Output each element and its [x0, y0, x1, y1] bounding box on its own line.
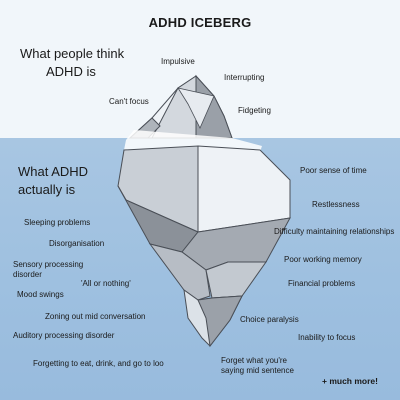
label-auditory-processing: Auditory processing disorder [13, 331, 115, 340]
above-heading: What people think ADHD is [20, 45, 124, 80]
iceberg-tip-facet [177, 87, 215, 129]
label-forget-line: saying mid sentence [221, 365, 294, 375]
label-choice-paralysis: Choice paralysis [240, 315, 299, 324]
label-much-more: + much more! [322, 376, 378, 386]
label-impulsive: Impulsive [161, 57, 195, 66]
iceberg-waterline-rim [124, 130, 262, 152]
page-title: ADHD ICEBERG [148, 15, 252, 30]
label-poor-working-memory: Poor working memory [284, 255, 362, 264]
below-heading: What ADHD actually is [18, 163, 88, 198]
label-all-or-nothing: 'All or nothing' [81, 279, 131, 288]
label-sleeping-problems: Sleeping problems [24, 218, 91, 227]
label-zoning-out: Zoning out mid conversation [45, 312, 146, 321]
below-heading-line: actually is [18, 181, 76, 197]
label-restlessness: Restlessness [312, 200, 360, 209]
iceberg-right-upper [197, 145, 291, 233]
label-disorganisation: Disorganisation [49, 239, 105, 248]
label-poor-sense-of-time: Poor sense of time [300, 166, 367, 175]
label-mood-swings: Mood swings [17, 290, 64, 299]
label-financial-problems: Financial problems [288, 279, 356, 288]
label-inability-to-focus: Inability to focus [298, 333, 356, 342]
iceberg-bottom-right [205, 261, 267, 299]
label-interrupting: Interrupting [224, 73, 265, 82]
label-forgetting-to-eat: Forgetting to eat, drink, and go to loo [33, 359, 164, 368]
label-cant-focus: Can't focus [109, 97, 149, 106]
label-forget-line: Forget what you're [221, 356, 288, 365]
label-sensory-processing-2: disorder [13, 270, 42, 279]
above-heading-line: What people think [20, 46, 125, 61]
below-heading-line: What ADHD [18, 164, 89, 179]
iceberg-keel-shadow [197, 295, 243, 348]
label-fidgeting: Fidgeting [238, 106, 271, 115]
label-forget-mid-sentence: Forget what you're saying mid sentence [221, 356, 294, 375]
label-sensory-processing: Sensory processing [13, 260, 84, 269]
above-heading-line: ADHD is [46, 63, 96, 79]
label-difficulty-relationships: Difficulty maintaining relationships [274, 227, 395, 236]
